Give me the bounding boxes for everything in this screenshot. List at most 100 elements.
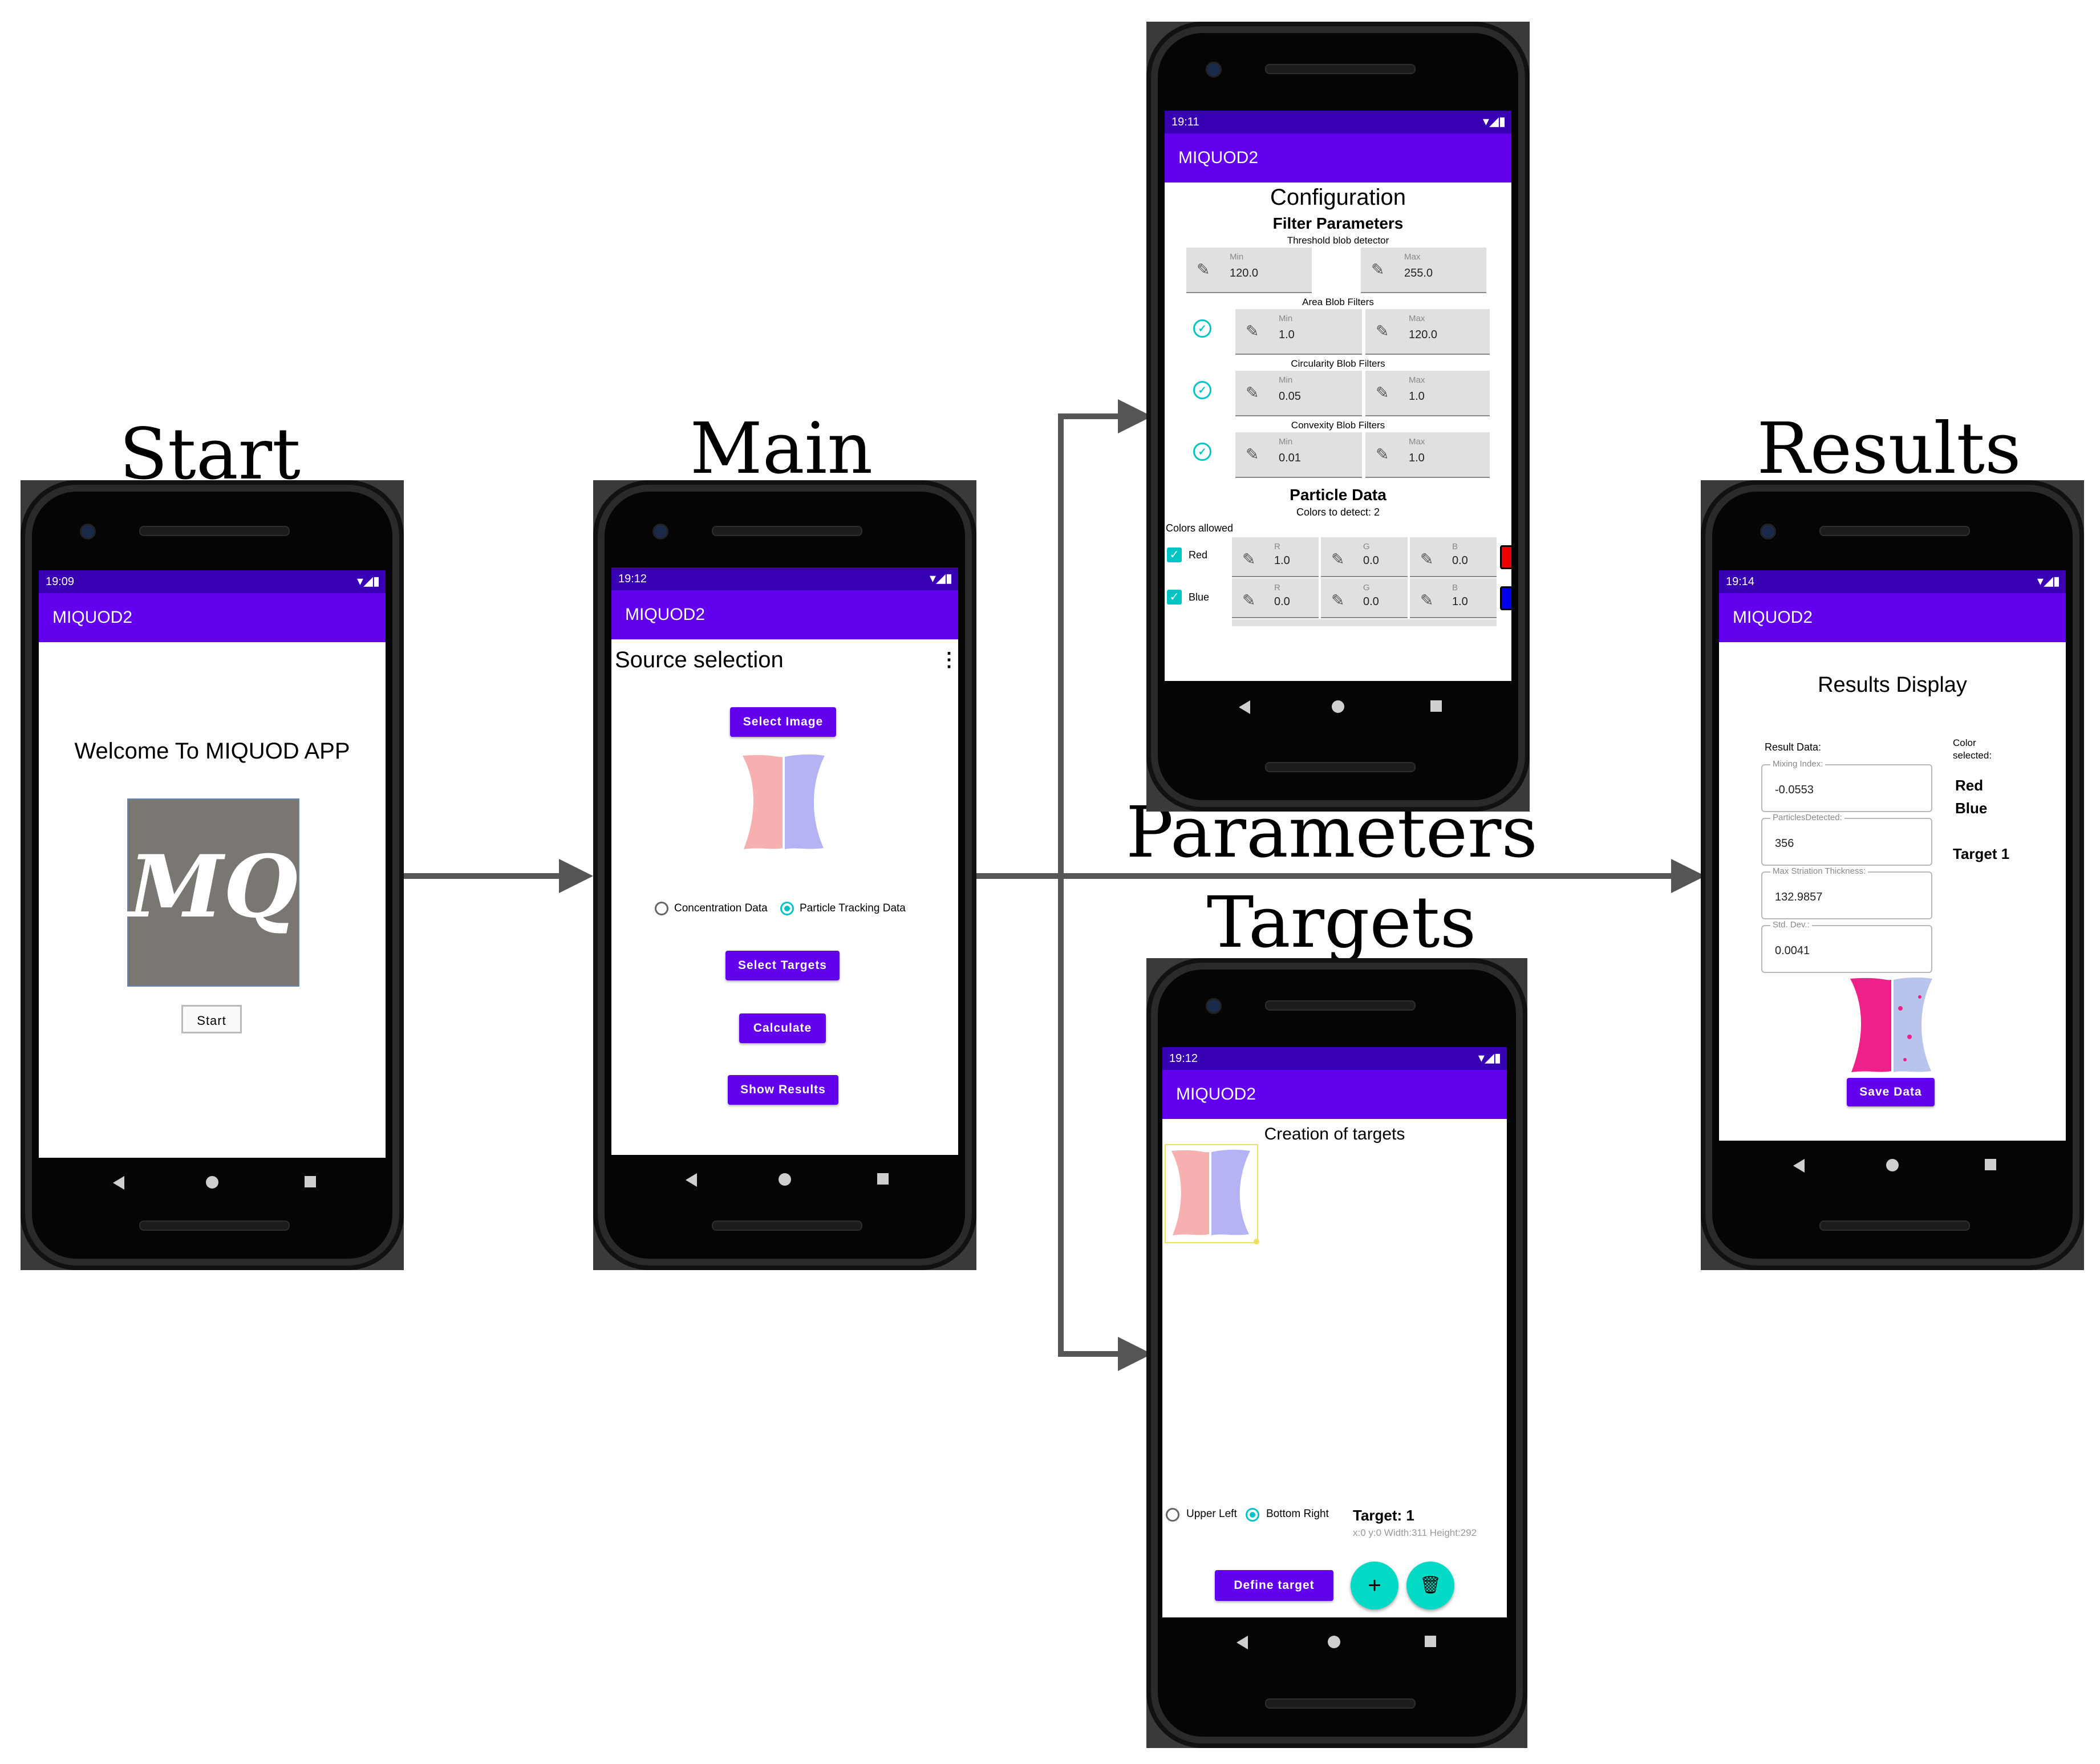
particle-image-preview: [743, 754, 825, 849]
field-hint: R: [1274, 583, 1280, 593]
area-max-field[interactable]: ✎ Max 120.0: [1365, 309, 1490, 355]
select-image-button[interactable]: Select Image: [730, 707, 836, 737]
home-icon[interactable]: [1886, 1159, 1899, 1171]
bottom-speaker: [1819, 1220, 1970, 1231]
concentration-radio[interactable]: [655, 902, 668, 915]
edit-icon: ✎: [1376, 322, 1389, 340]
home-icon[interactable]: [206, 1176, 218, 1189]
field-hint: Max: [1409, 314, 1425, 323]
status-time: 19:09: [46, 575, 75, 588]
convexity-min-field[interactable]: ✎ Min 0.01: [1235, 432, 1362, 478]
edit-icon: ✎: [1420, 591, 1434, 609]
caption-main: Main: [690, 408, 873, 490]
field-hint: B: [1452, 542, 1458, 551]
nav-bar: [1162, 1617, 1507, 1669]
red-r-field[interactable]: ✎ R 1.0: [1232, 537, 1319, 577]
status-icons: ▾◢▮: [929, 571, 952, 585]
field-value: 0.0: [1363, 554, 1379, 567]
std-dev-field[interactable]: Std. Dev.: 0.0041: [1761, 920, 1932, 973]
area-enabled-icon[interactable]: ✓: [1193, 319, 1211, 338]
blue-r-field[interactable]: ✎ R 0.0: [1232, 578, 1319, 618]
convexity-max-field[interactable]: ✎ Max 1.0: [1365, 432, 1490, 478]
delete-target-icon[interactable]: 🗑: [1406, 1562, 1454, 1609]
status-bar: 19:12 ▾◢▮: [611, 567, 958, 590]
calculate-button[interactable]: Calculate: [739, 1013, 826, 1043]
field-hint: Min: [1230, 252, 1244, 262]
edit-icon: ✎: [1246, 384, 1259, 402]
upper-left-radio[interactable]: [1166, 1508, 1179, 1522]
field-value: 0.0: [1274, 595, 1290, 608]
max-striation-field[interactable]: Max Striation Thickness: 132.9857: [1761, 866, 1932, 919]
define-target-button[interactable]: Define target: [1215, 1570, 1333, 1601]
field-value: 0.05: [1279, 390, 1301, 403]
status-icons: ▾◢▮: [2037, 574, 2060, 588]
area-min-field[interactable]: ✎ Min 1.0: [1235, 309, 1362, 355]
status-icons: ▾◢▮: [356, 574, 380, 588]
threshold-min-field[interactable]: ✎ Min 120.0: [1186, 248, 1312, 293]
front-camera: [652, 524, 668, 540]
home-icon[interactable]: [779, 1173, 791, 1186]
red-g-field[interactable]: ✎ G 0.0: [1321, 537, 1408, 577]
start-button[interactable]: Start: [181, 1005, 242, 1033]
particles-detected-field[interactable]: ParticlesDetected: 356: [1761, 813, 1932, 866]
circularity-min-field[interactable]: ✎ Min 0.05: [1235, 371, 1362, 416]
overflow-menu-icon[interactable]: ⋮: [939, 649, 958, 671]
blue-g-field[interactable]: ✎ G 0.0: [1321, 578, 1408, 618]
field-value: 1.0: [1452, 595, 1468, 608]
back-icon[interactable]: [1793, 1159, 1805, 1173]
logo-text: MQ: [128, 837, 298, 937]
blue-checkbox[interactable]: ✓: [1167, 590, 1182, 605]
particle-tracking-radio[interactable]: [780, 902, 794, 915]
back-icon[interactable]: [113, 1176, 124, 1190]
convexity-enabled-icon[interactable]: ✓: [1193, 443, 1211, 461]
red-checkbox[interactable]: ✓: [1167, 548, 1182, 562]
config-screen: 19:11 ▾◢▮ MIQUOD2 Configuration Filter P…: [1165, 111, 1511, 681]
recent-apps-icon[interactable]: [1425, 1636, 1436, 1647]
field-hint: Min: [1279, 314, 1293, 323]
edit-icon: ✎: [1246, 322, 1259, 340]
nav-bar: [611, 1155, 958, 1206]
save-data-button[interactable]: Save Data: [1847, 1078, 1935, 1106]
home-icon[interactable]: [1328, 1636, 1340, 1648]
field-hint: Std. Dev.:: [1770, 920, 1812, 930]
recent-apps-icon[interactable]: [1430, 700, 1442, 712]
status-bar: 19:11 ▾◢▮: [1165, 111, 1511, 133]
color-selected-label: Color selected:: [1953, 737, 1992, 761]
select-targets-button[interactable]: Select Targets: [725, 951, 840, 980]
speaker: [139, 526, 290, 536]
circularity-enabled-icon[interactable]: ✓: [1193, 381, 1211, 399]
back-icon[interactable]: [1239, 700, 1250, 714]
result-data-label: Result Data:: [1765, 741, 1822, 753]
back-icon[interactable]: [1237, 1636, 1248, 1649]
recent-apps-icon[interactable]: [877, 1173, 889, 1185]
show-results-button[interactable]: Show Results: [728, 1075, 838, 1105]
resize-handle-icon[interactable]: [1254, 1239, 1259, 1244]
red-b-field[interactable]: ✎ B 0.0: [1410, 537, 1497, 577]
bottom-right-radio[interactable]: [1246, 1508, 1259, 1522]
recent-apps-icon[interactable]: [1985, 1159, 1996, 1170]
edit-icon: ✎: [1371, 261, 1385, 278]
mixing-index-field[interactable]: Mixing Index: -0.0553: [1761, 759, 1932, 812]
targets-heading: Creation of targets: [1264, 1125, 1405, 1143]
recent-apps-icon[interactable]: [305, 1176, 316, 1187]
edit-icon: ✎: [1331, 550, 1345, 568]
add-target-icon[interactable]: +: [1351, 1562, 1398, 1609]
back-icon[interactable]: [686, 1173, 697, 1187]
red-label: Red: [1189, 549, 1208, 561]
field-hint: B: [1452, 583, 1458, 593]
results-heading: Results Display: [1818, 673, 1967, 697]
blue-b-field[interactable]: ✎ B 1.0: [1410, 578, 1497, 618]
circularity-max-field[interactable]: ✎ Max 1.0: [1365, 371, 1490, 416]
threshold-max-field[interactable]: ✎ Max 255.0: [1361, 248, 1486, 293]
front-camera: [1206, 998, 1222, 1014]
home-icon[interactable]: [1332, 700, 1344, 713]
config-phone: 19:11 ▾◢▮ MIQUOD2 Configuration Filter P…: [1151, 26, 1525, 807]
result-image-preview: [1850, 977, 1932, 1072]
field-value: 1.0: [1274, 554, 1290, 567]
field-value: 0.0: [1363, 595, 1379, 608]
bottom-speaker: [712, 1220, 862, 1231]
bottom-speaker: [1265, 762, 1416, 772]
target-selection-box[interactable]: [1165, 1144, 1258, 1243]
status-bar: 19:09 ▾◢▮: [39, 570, 386, 593]
